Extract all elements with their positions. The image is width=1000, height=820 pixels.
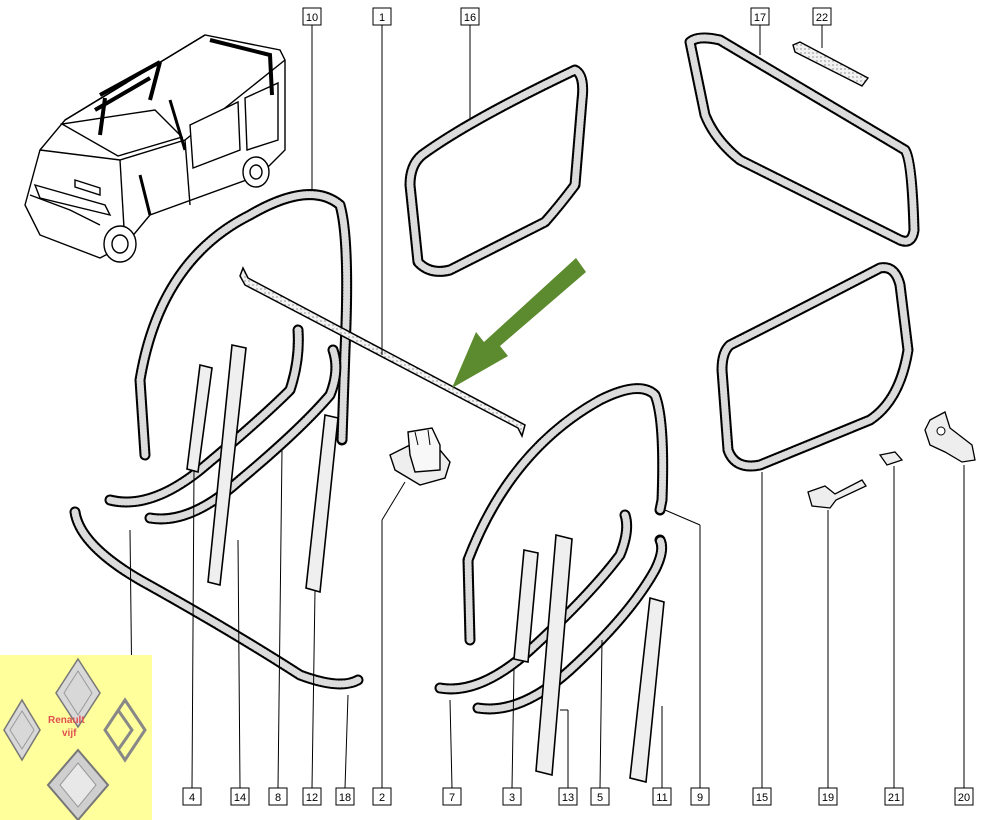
svg-text:13: 13: [562, 792, 574, 804]
callout-17[interactable]: 17: [750, 7, 770, 26]
left-channel-12: [305, 414, 339, 594]
brand-text-line2: vijf: [62, 728, 77, 739]
right-channel-13: [535, 533, 573, 777]
brand-text-line1: Renault: [48, 715, 85, 726]
callout-13[interactable]: 13: [558, 787, 578, 806]
svg-text:19: 19: [822, 792, 834, 804]
svg-text:3: 3: [509, 792, 515, 804]
svg-text:11: 11: [656, 792, 667, 804]
svg-text:22: 22: [816, 12, 828, 24]
fastener-19: [807, 479, 867, 509]
svg-text:10: 10: [306, 12, 318, 24]
callout-5[interactable]: 5: [590, 787, 610, 806]
svg-text:20: 20: [958, 792, 970, 804]
callout-7[interactable]: 7: [442, 787, 462, 806]
callout-2[interactable]: 2: [372, 787, 392, 806]
left-channel-14: [207, 344, 247, 586]
callout-16[interactable]: 16: [460, 7, 480, 26]
callout-22[interactable]: 22: [812, 7, 832, 26]
right-channel-11: [629, 596, 665, 784]
callout-1[interactable]: 1: [372, 7, 392, 26]
callout-4[interactable]: 4: [182, 787, 202, 806]
callout-21[interactable]: 21: [884, 787, 904, 806]
strip-22: [792, 41, 870, 87]
svg-text:5: 5: [597, 792, 603, 804]
svg-text:16: 16: [464, 12, 476, 24]
callout-18[interactable]: 18: [335, 787, 355, 806]
svg-text:12: 12: [306, 792, 318, 804]
callout-8[interactable]: 8: [268, 787, 288, 806]
callout-14[interactable]: 14: [230, 787, 250, 806]
block-21: [878, 451, 904, 466]
svg-text:14: 14: [234, 792, 246, 804]
callout-10[interactable]: 10: [302, 7, 322, 26]
renault-diamond-logos: [3, 657, 147, 820]
svg-text:17: 17: [754, 12, 766, 24]
svg-text:21: 21: [888, 792, 900, 804]
svg-text:4: 4: [189, 792, 195, 804]
callout-9[interactable]: 9: [690, 787, 710, 806]
svg-text:1: 1: [379, 12, 385, 24]
callout-20[interactable]: 20: [954, 787, 974, 806]
svg-text:2: 2: [379, 792, 385, 804]
left-channel-4: [186, 364, 213, 474]
brand-logo-panel: Renault vijf: [0, 655, 152, 820]
svg-text:7: 7: [449, 792, 455, 804]
bracket-20: [924, 411, 976, 463]
svg-text:9: 9: [697, 792, 703, 804]
clip-part: [389, 427, 451, 486]
svg-text:18: 18: [339, 792, 351, 804]
van-illustration: [24, 34, 286, 263]
callout-12[interactable]: 12: [302, 787, 322, 806]
callout-11[interactable]: 11: [652, 787, 672, 806]
svg-text:15: 15: [756, 792, 768, 804]
pointer-arrow: [452, 258, 586, 388]
leader-lines: [129, 25, 965, 789]
callout-19[interactable]: 19: [818, 787, 838, 806]
right-channel-3: [513, 549, 539, 663]
callout-3[interactable]: 3: [502, 787, 522, 806]
callout-15[interactable]: 15: [752, 787, 772, 806]
svg-text:8: 8: [275, 792, 281, 804]
